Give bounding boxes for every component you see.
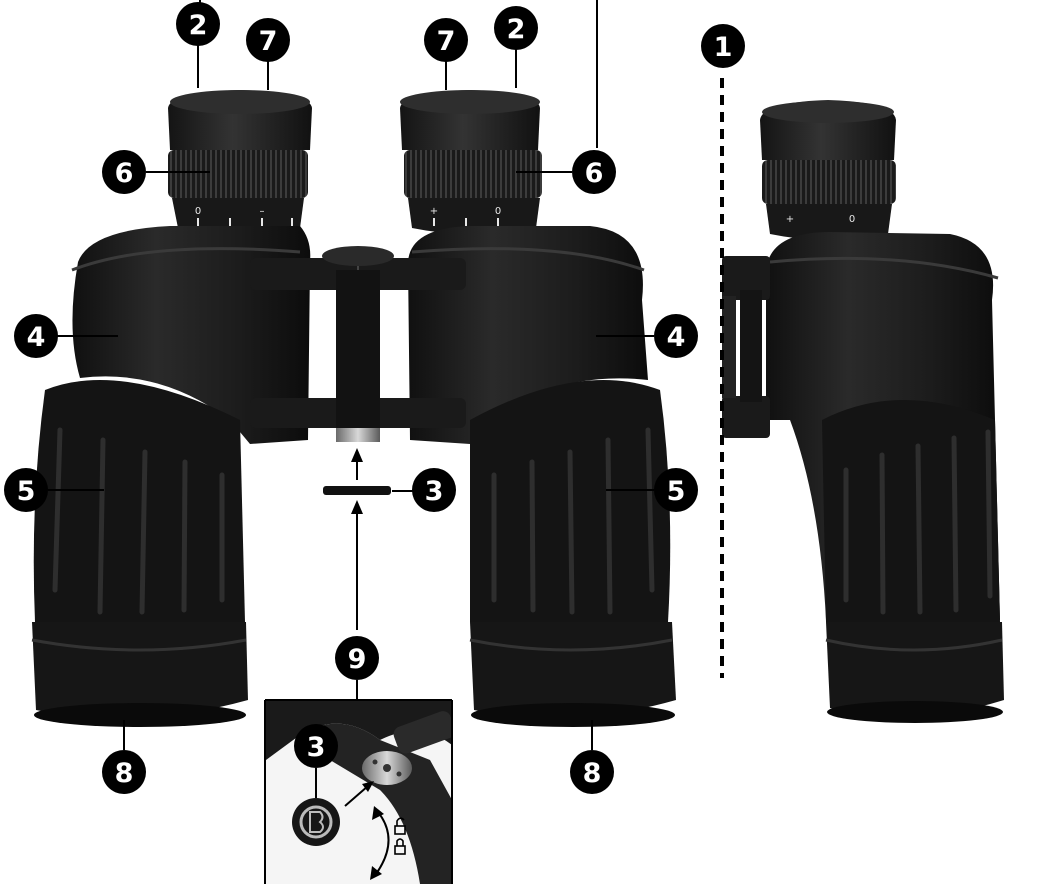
- callout-5-right: 5: [654, 468, 698, 512]
- side-scale-zero: 0: [849, 214, 855, 225]
- svg-text:2: 2: [507, 14, 526, 45]
- hinge-axle: [336, 270, 380, 430]
- callout-2-right: 2: [494, 6, 538, 50]
- callout-6-left: 6: [102, 150, 146, 194]
- side-scale-plus: +: [786, 214, 794, 225]
- right-housing: [408, 226, 648, 444]
- right-diopter-ring: [404, 150, 542, 198]
- svg-text:4: 4: [27, 322, 46, 353]
- side-view-binocular: + 0: [722, 100, 1004, 723]
- inset-photo: [264, 699, 453, 884]
- svg-text:5: 5: [667, 476, 686, 507]
- svg-text:6: 6: [115, 158, 134, 189]
- svg-text:5: 5: [17, 476, 36, 507]
- left-grip: [33, 380, 245, 622]
- right-diopter-scale: + 0: [430, 206, 501, 226]
- left-diopter-scale: 0 –: [195, 206, 293, 226]
- callout-9: 9: [335, 636, 379, 680]
- center-bridge: [250, 246, 466, 442]
- callout-4-right: 4: [654, 314, 698, 358]
- tripod-socket-bushing: [336, 428, 380, 442]
- svg-text:6: 6: [585, 158, 604, 189]
- svg-text:8: 8: [583, 758, 602, 789]
- svg-text:2: 2: [189, 10, 208, 41]
- callout-1: 1: [701, 24, 745, 68]
- right-scale-zero: 0: [495, 206, 501, 217]
- svg-text:7: 7: [259, 26, 278, 57]
- callout-8-left: 8: [102, 750, 146, 794]
- left-barrel: [31, 90, 312, 727]
- svg-text:9: 9: [348, 644, 367, 675]
- callout-3-main: 3: [412, 468, 456, 512]
- tripod-cap-detail: [323, 448, 420, 630]
- callout-3-inset: 3: [294, 724, 338, 768]
- callout-7-right: 7: [424, 18, 468, 62]
- exploded-cap: [323, 486, 391, 495]
- unlock-icon: [394, 817, 406, 835]
- callout-6-right: 6: [572, 150, 616, 194]
- svg-text:7: 7: [437, 26, 456, 57]
- svg-text:3: 3: [307, 732, 326, 763]
- svg-text:8: 8: [115, 758, 134, 789]
- left-diopter-ring: [168, 150, 308, 198]
- svg-text:3: 3: [425, 476, 444, 507]
- callout-5-left: 5: [4, 468, 48, 512]
- callout-7-left: 7: [246, 18, 290, 62]
- rotate-arrow: [375, 811, 390, 875]
- inset-cap: [292, 798, 340, 846]
- svg-text:4: 4: [667, 322, 686, 353]
- right-barrel: [400, 90, 676, 727]
- callout-4-left: 4: [14, 314, 58, 358]
- callout-8-right: 8: [570, 750, 614, 794]
- left-scale-minus: –: [260, 206, 265, 217]
- callout-2-left: 2: [176, 2, 220, 46]
- lock-icon: [394, 838, 406, 855]
- right-scale-plus: +: [430, 206, 438, 217]
- svg-text:1: 1: [714, 32, 733, 63]
- left-scale-zero: 0: [195, 206, 201, 217]
